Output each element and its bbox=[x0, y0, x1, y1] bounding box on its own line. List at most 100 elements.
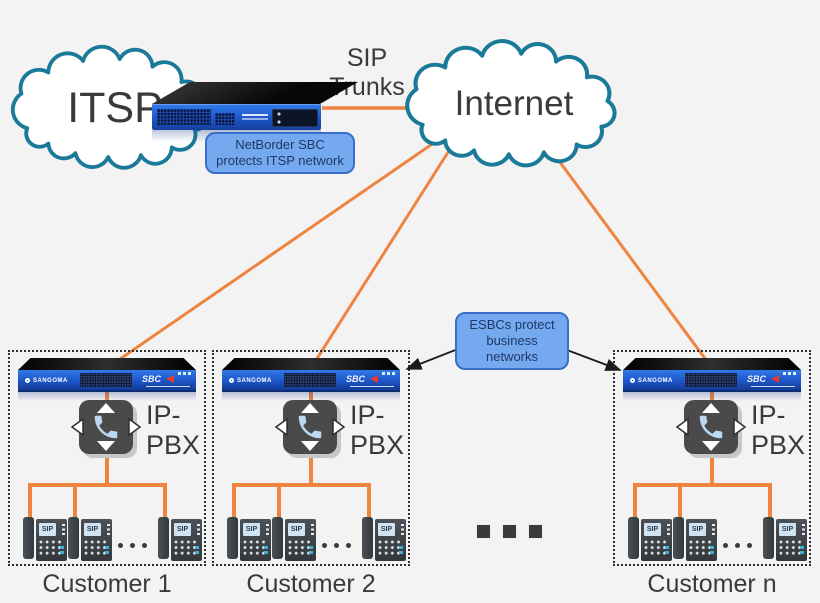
connector-line bbox=[633, 483, 637, 517]
status-leds bbox=[178, 372, 192, 375]
customer-1-section: SANGOMA SBC IP- PBX SIP bbox=[8, 350, 206, 603]
sip-phone: SIP bbox=[763, 515, 807, 561]
sip-trunks-line1: SIP bbox=[346, 44, 388, 72]
phone-accent-keys bbox=[665, 546, 669, 549]
arrow-up-icon bbox=[702, 403, 720, 413]
phone-side-buttons bbox=[401, 524, 404, 536]
phone-keypad bbox=[84, 540, 109, 557]
connector-line bbox=[367, 483, 371, 517]
sangoma-sbc-device: SANGOMA SBC bbox=[623, 358, 801, 402]
sip-phone: SIP bbox=[158, 515, 202, 561]
phone-accent-keys bbox=[399, 546, 403, 549]
phone-handset-icon bbox=[298, 415, 322, 439]
phone-screen: SIP bbox=[378, 523, 395, 536]
device-reflection bbox=[18, 392, 196, 401]
phone-side-buttons bbox=[667, 524, 670, 536]
esbc-arrow-right bbox=[558, 346, 622, 371]
phone-keypad bbox=[779, 540, 804, 557]
netborder-note-line1: NetBorder SBC bbox=[235, 137, 325, 152]
handset-icon bbox=[158, 517, 169, 559]
phone-keypad bbox=[243, 540, 268, 557]
handset-icon bbox=[362, 517, 373, 559]
connector-line bbox=[28, 483, 166, 487]
phone-accent-keys bbox=[60, 546, 64, 549]
sbc-device-top bbox=[222, 358, 400, 370]
internet-to-customer1-line bbox=[106, 138, 439, 370]
handset-icon bbox=[272, 517, 283, 559]
phone-keypad bbox=[644, 540, 669, 557]
phone-side-buttons bbox=[107, 524, 110, 536]
customer-1-label: Customer 1 bbox=[42, 570, 172, 598]
phone-body: SIP bbox=[285, 519, 316, 561]
arrow-down-icon bbox=[702, 441, 720, 451]
sbc-red-arrow-icon bbox=[166, 375, 174, 383]
internet-to-customer-n-line bbox=[546, 145, 714, 369]
vent-grille-icon bbox=[685, 373, 737, 387]
handset-icon bbox=[763, 517, 774, 559]
netborder-note: NetBorder SBC protects ITSP network bbox=[205, 132, 355, 174]
phone-keypad bbox=[39, 540, 64, 557]
phone-screen: SIP bbox=[779, 523, 796, 536]
customer-2-box bbox=[212, 350, 410, 566]
phone-handset-icon bbox=[699, 415, 723, 439]
sip-phone: SIP bbox=[362, 515, 406, 561]
vent-grille-icon bbox=[80, 373, 132, 387]
handset-icon bbox=[628, 517, 639, 559]
sangoma-brand: SANGOMA bbox=[638, 377, 673, 384]
connector-line bbox=[163, 483, 167, 517]
phone-body: SIP bbox=[171, 519, 202, 561]
sangoma-brand: SANGOMA bbox=[33, 377, 68, 384]
sip-trunks-label: SIP Trunks bbox=[312, 44, 422, 102]
ip-pbx-icon bbox=[274, 400, 346, 458]
netborder-note-line2: protects ITSP network bbox=[216, 153, 344, 168]
drive-bay bbox=[272, 109, 318, 127]
arrow-left-icon bbox=[70, 417, 84, 437]
sip-phone: SIP bbox=[68, 515, 112, 561]
status-leds bbox=[783, 372, 797, 375]
esbc-note: ESBCs protect business networks bbox=[455, 312, 569, 370]
customer-2-label: Customer 2 bbox=[246, 570, 376, 598]
connector-line bbox=[232, 483, 370, 487]
customer-n-section: SANGOMA SBC IP- PBX SIP bbox=[613, 350, 811, 603]
internet-to-customer2-line bbox=[309, 145, 454, 369]
sbc-device-top bbox=[623, 358, 801, 370]
phone-body: SIP bbox=[686, 519, 717, 561]
sbc-device-front: SANGOMA SBC bbox=[18, 370, 196, 392]
ip-pbx-icon bbox=[675, 400, 747, 458]
phone-accent-keys bbox=[195, 546, 199, 549]
sip-phone: SIP bbox=[272, 515, 316, 561]
sip-phone: SIP bbox=[673, 515, 717, 561]
internet-label: Internet bbox=[454, 84, 574, 123]
sangoma-globe-icon bbox=[25, 378, 30, 383]
arrow-up-icon bbox=[97, 403, 115, 413]
sbc-logo: SBC bbox=[142, 374, 162, 384]
connector-line bbox=[277, 483, 281, 517]
itsp-label: ITSP bbox=[67, 84, 163, 132]
netborder-sbc-device bbox=[151, 82, 362, 144]
phone-keypad bbox=[174, 540, 199, 557]
phone-accent-keys bbox=[105, 546, 109, 549]
ip-pbx-label: IP- PBX bbox=[350, 400, 408, 460]
ip-pbx-label-line2: PBX bbox=[350, 430, 405, 460]
customers-ellipsis-icon bbox=[528, 524, 543, 539]
phone-screen: SIP bbox=[288, 523, 305, 536]
phone-screen: SIP bbox=[174, 523, 191, 536]
arrow-down-icon bbox=[301, 441, 319, 451]
ip-pbx-label: IP- PBX bbox=[146, 400, 204, 460]
customer-1-box bbox=[8, 350, 206, 566]
ip-pbx-label-line2: PBX bbox=[751, 430, 806, 460]
sangoma-globe-icon bbox=[229, 378, 234, 383]
phone-accent-keys bbox=[800, 546, 804, 549]
vent-grille-icon bbox=[284, 373, 336, 387]
connector-line bbox=[73, 483, 77, 517]
phone-accent-keys bbox=[710, 546, 714, 549]
phone-body: SIP bbox=[776, 519, 807, 561]
sangoma-sbc-device: SANGOMA SBC bbox=[18, 358, 196, 402]
sbc-red-arrow-icon bbox=[771, 375, 779, 383]
sangoma-sbc-device: SANGOMA SBC bbox=[222, 358, 400, 402]
status-leds bbox=[382, 372, 396, 375]
phone-body: SIP bbox=[375, 519, 406, 561]
sangoma-globe-icon bbox=[630, 378, 635, 383]
ip-pbx-label-line1: IP- bbox=[146, 400, 181, 430]
connector-line bbox=[28, 483, 32, 517]
